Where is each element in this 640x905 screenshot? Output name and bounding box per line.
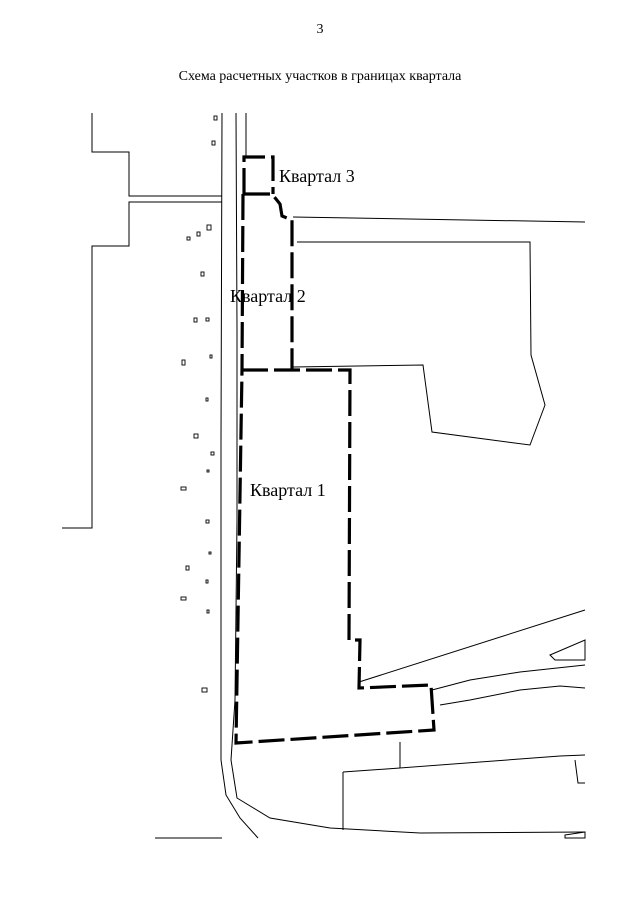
page-title: Схема расчетных участков в границах квар… [178,69,462,84]
page-number: 3 [316,22,324,37]
quarter-3-label: Квартал 3 [279,166,355,186]
quarter-1-label: Квартал 1 [250,480,326,500]
road-edge-left [220,112,259,839]
parcel-left-mid [62,201,222,529]
road-edge-right [230,112,586,834]
parcel-river-edge [431,664,586,691]
base-linework [62,112,586,839]
quarter-3-boundary[interactable] [242,155,275,194]
parcel-south-box [342,759,585,830]
quarter-2-label: Квартал 2 [230,286,306,306]
parcel-right-lower [358,609,586,683]
parcel-right-block [292,241,546,446]
corner-wedge [564,831,586,839]
parcel-south [399,742,586,769]
parcel-left-upper [91,113,222,197]
parcel-right-upper [292,216,586,223]
quarter-1-boundary[interactable] [234,368,436,745]
roadside-markers [180,115,218,693]
river-wedge [549,639,586,661]
parcel-river-edge-2 [439,685,586,706]
quarter-2-boundary[interactable] [240,192,294,371]
